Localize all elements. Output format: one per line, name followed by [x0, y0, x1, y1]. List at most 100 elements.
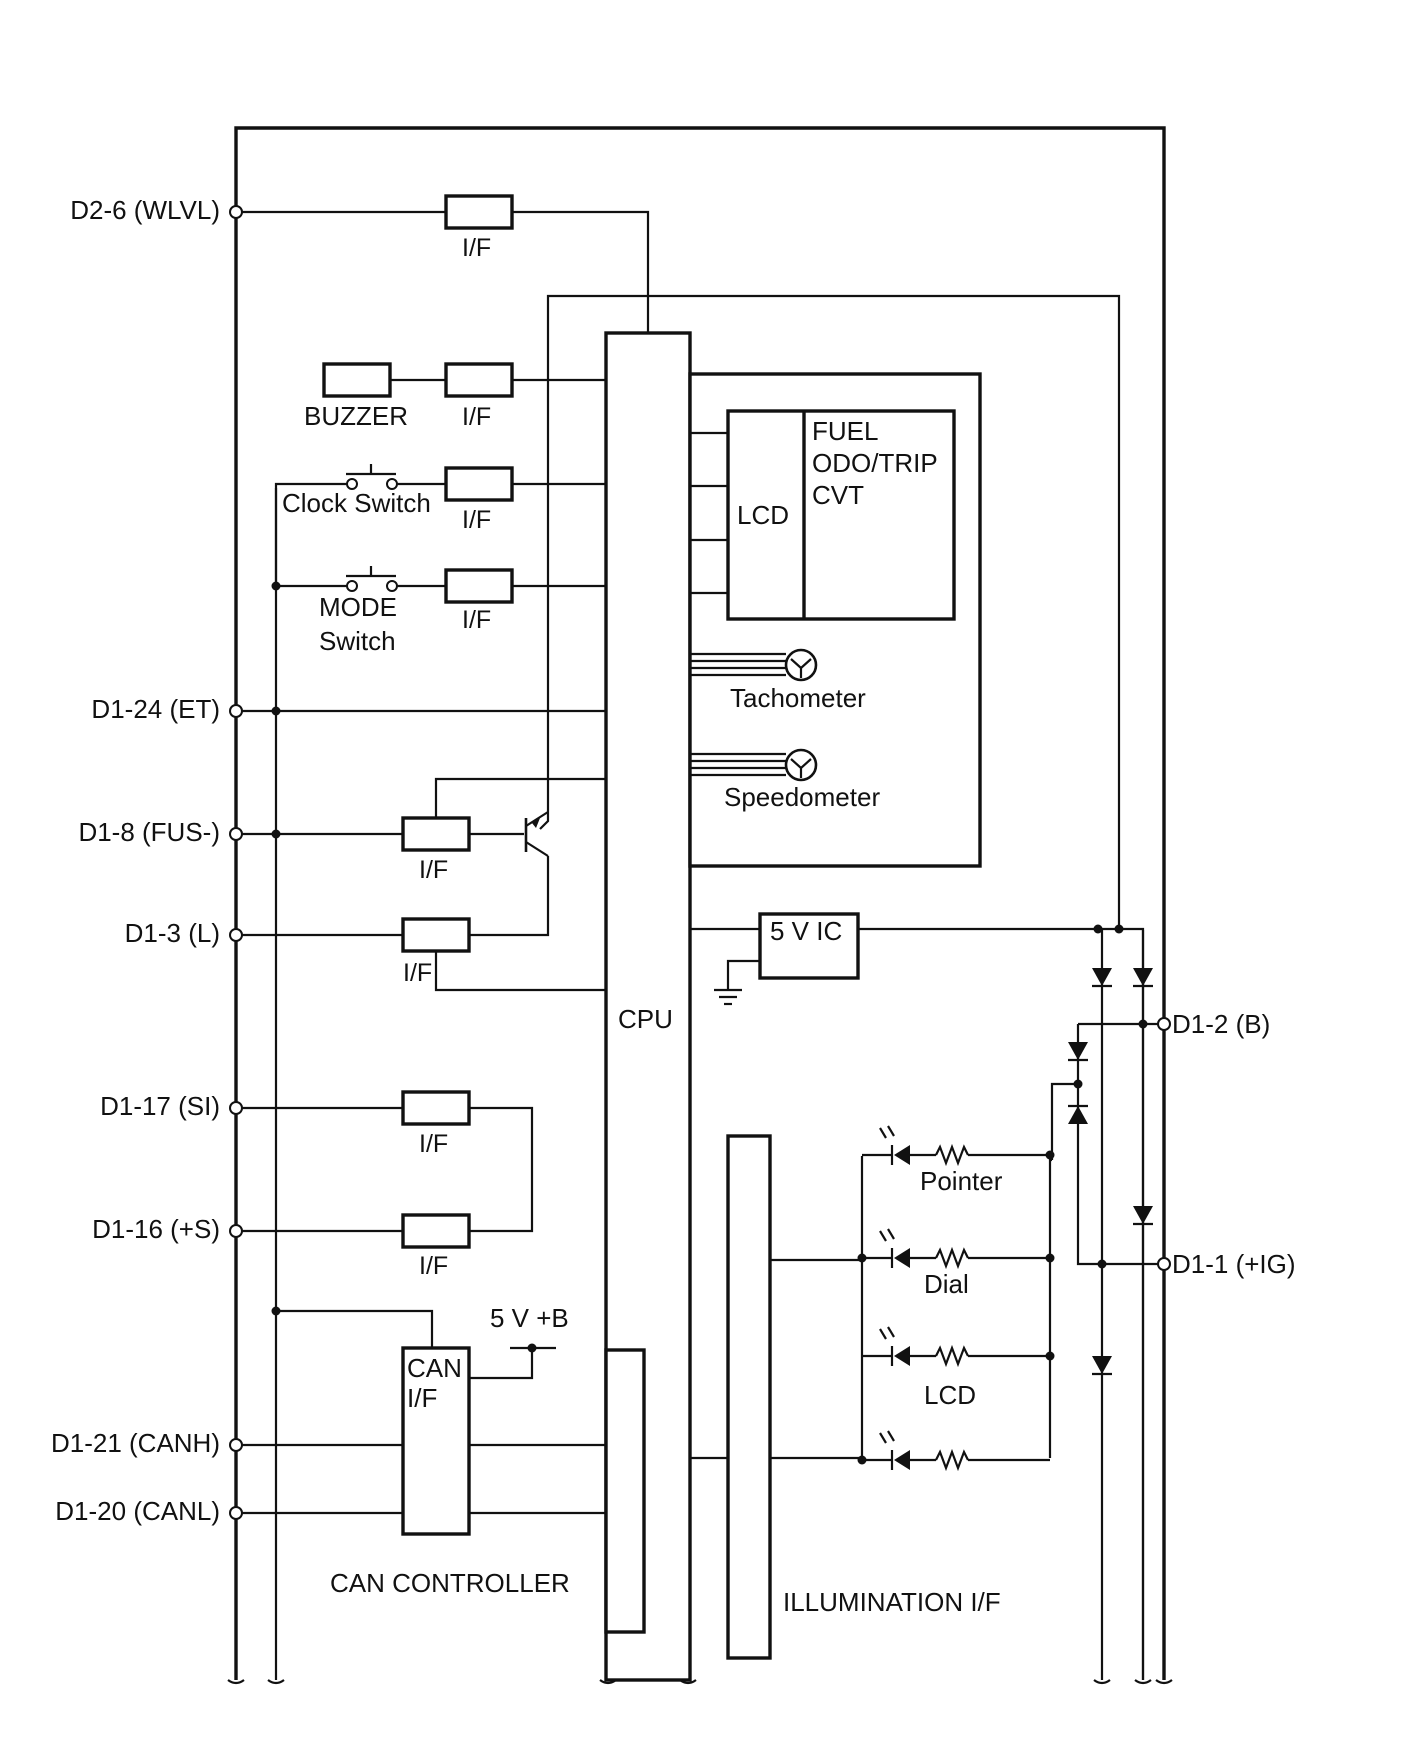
terminal-label-b: D1-2 (B) — [1172, 1009, 1270, 1039]
circuit-buzzer: BUZZER I/F — [304, 362, 606, 431]
terminal-label-et: D1-24 (ET) — [91, 694, 220, 724]
resistor-icon — [935, 1143, 969, 1167]
display-item-odo-trip: ODO/TRIP — [812, 448, 938, 478]
terminal-label-canl: D1-20 (CANL) — [55, 1496, 220, 1526]
power-diode-network: D1-2 (B) D1-1 (+IG) — [1050, 968, 1296, 1376]
illumination-if-block — [726, 1134, 772, 1660]
circuit-fus: D1-8 (FUS-) I/F — [78, 777, 606, 937]
display-item-fuel: FUEL — [812, 416, 878, 446]
can-if-label-1: CAN — [407, 1353, 462, 1383]
diode-icon — [1092, 1356, 1112, 1374]
interface-label-buzzer: I/F — [462, 403, 491, 431]
terminal-canl — [229, 1506, 243, 1520]
interface-label-s: I/F — [419, 1252, 448, 1280]
lcd-panel — [726, 409, 956, 621]
buzzer-label: BUZZER — [304, 401, 408, 431]
can-controller-block — [604, 1348, 646, 1634]
can-if-label-2: I/F — [407, 1383, 437, 1413]
lamp-pointer-label: Pointer — [920, 1166, 1003, 1196]
tachometer-icon — [784, 648, 818, 682]
interface-box-wlvl — [444, 194, 514, 230]
lamp-lcd-label: LCD — [924, 1380, 976, 1410]
interface-box-mode — [444, 568, 514, 604]
diode-icon — [1133, 968, 1153, 986]
interface-label-wlvl: I/F — [462, 234, 491, 262]
diode-icon — [1068, 1106, 1088, 1124]
terminal-label-fus: D1-8 (FUS-) — [78, 817, 220, 847]
led-icon — [894, 1145, 910, 1165]
interface-box-buzzer — [444, 362, 514, 398]
speedometer-gauge: Speedometer — [690, 748, 880, 812]
ground-icon — [714, 988, 742, 1006]
terminal-label-ig: D1-1 (+IG) — [1172, 1249, 1296, 1279]
terminal-label-canh: D1-21 (CANH) — [51, 1428, 220, 1458]
terminal-label-s: D1-16 (+S) — [92, 1214, 220, 1244]
led-icon — [894, 1450, 910, 1470]
terminal-label-wlvl: D2-6 (WLVL) — [70, 195, 220, 225]
terminal-b — [1157, 1017, 1171, 1031]
lamp-pointer: Pointer — [862, 1125, 1055, 1196]
lcd-label: LCD — [737, 500, 789, 530]
led-icon — [894, 1346, 910, 1366]
circuit-clock-switch: Clock Switch I/F — [274, 464, 606, 586]
tachometer-gauge: Tachometer — [690, 648, 866, 713]
interface-box-clock — [444, 466, 514, 502]
terminal-l — [229, 928, 243, 942]
resistor-icon — [935, 1448, 969, 1472]
clock-switch-label: Clock Switch — [282, 488, 431, 518]
tachometer-label: Tachometer — [730, 683, 866, 713]
speedometer-label: Speedometer — [724, 782, 880, 812]
circuit-et: D1-24 (ET) — [91, 694, 606, 724]
supply-label: 5 V +B — [490, 1303, 569, 1333]
lamp-dial-label: Dial — [924, 1269, 969, 1299]
diode-icon — [1068, 1042, 1088, 1060]
can-if-block — [401, 1346, 471, 1536]
illumination-if-label: ILLUMINATION I/F — [783, 1587, 1001, 1617]
diode-icon — [1133, 1206, 1153, 1224]
terminal-s — [229, 1224, 243, 1238]
circuit-l: D1-3 (L) I/F — [125, 917, 606, 992]
interface-box-l — [401, 917, 471, 953]
meter-housing — [227, 126, 1173, 1685]
can-circuit: CAN I/F 5 V +B CAN CONTROLLER D1-21 (CAN… — [51, 1303, 646, 1634]
interface-label-l: I/F — [403, 959, 432, 987]
cpu-label: CPU — [618, 1004, 673, 1034]
lamp-lcd-upper: LCD — [862, 1326, 1055, 1410]
buzzer-box — [322, 362, 392, 398]
display-module: LCD FUEL ODO/TRIP CVT Tachometer Speedom… — [688, 372, 982, 868]
regulator-label: 5 V IC — [770, 916, 842, 946]
resistor-icon — [935, 1344, 969, 1368]
interface-box-si — [401, 1090, 471, 1126]
interface-label-mode: I/F — [462, 606, 491, 634]
mode-switch-label-2: Switch — [319, 626, 396, 656]
interface-label-fus: I/F — [419, 856, 448, 884]
terminal-ig — [1157, 1257, 1171, 1271]
led-icon — [894, 1248, 910, 1268]
terminal-label-si: D1-17 (SI) — [100, 1091, 220, 1121]
circuit-si-s: D1-17 (SI) D1-16 (+S) I/F I/F — [92, 1090, 534, 1280]
interface-label-clock: I/F — [462, 506, 491, 534]
diode-icon — [1092, 968, 1112, 986]
lamp-dial: Dial — [857, 1228, 1055, 1299]
resistor-icon — [935, 1246, 969, 1270]
lamp-lcd-lower — [857, 1430, 1050, 1472]
terminal-fus — [229, 827, 243, 841]
interface-box-fus — [401, 816, 471, 852]
interface-box-s — [401, 1213, 471, 1249]
circuit-mode-switch: MODE Switch I/F — [271, 566, 606, 656]
terminal-si — [229, 1101, 243, 1115]
terminal-et — [229, 704, 243, 718]
display-item-cvt: CVT — [812, 480, 864, 510]
circuit-wlvl: D2-6 (WLVL) I/F — [70, 194, 650, 333]
mode-switch-label-1: MODE — [319, 592, 397, 622]
terminal-canh — [229, 1438, 243, 1452]
transistor-icon — [524, 811, 549, 857]
speedometer-icon — [784, 748, 818, 782]
illumination-circuit: ILLUMINATION I/F Pointer — [690, 1125, 1055, 1660]
terminal-wlvl — [229, 205, 243, 219]
terminal-label-l: D1-3 (L) — [125, 918, 220, 948]
regulator-5v-ic: 5 V IC — [690, 912, 1145, 1680]
can-controller-label: CAN CONTROLLER — [330, 1568, 570, 1598]
power-feed-line — [539, 294, 1121, 930]
